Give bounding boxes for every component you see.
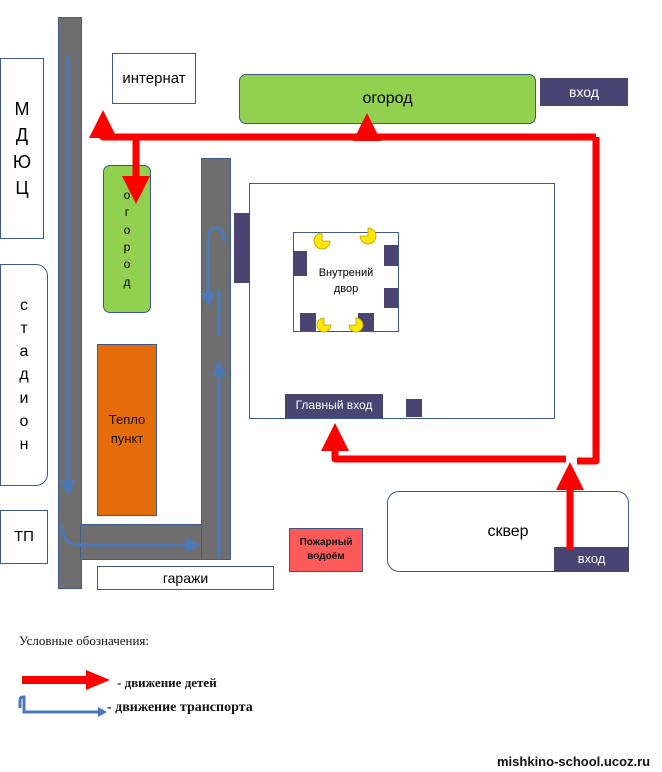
entrance-small	[406, 399, 422, 417]
children-route	[89, 110, 600, 550]
road-vertical-middle	[201, 158, 231, 560]
side-entrance	[234, 213, 250, 283]
legend-title: Условные обозначения:	[19, 633, 150, 648]
building-internat: интернат	[112, 53, 196, 104]
yard-door	[384, 245, 398, 266]
legend-red-arrow	[22, 670, 110, 690]
yard-markers	[313, 227, 377, 333]
legend-blue-arrow	[18, 695, 107, 717]
entrance-top: вход	[540, 78, 628, 106]
main-entrance: Главный вход	[285, 394, 383, 418]
entrance-bottom: вход	[554, 547, 629, 572]
legend-children: - движение детей	[117, 675, 217, 690]
building-tp: ТП	[0, 510, 48, 564]
yard-door	[300, 313, 316, 331]
yard-door	[293, 251, 307, 276]
transport-route	[60, 55, 227, 558]
road-horizontal-bottom	[80, 524, 202, 560]
garages: гаражи	[97, 566, 274, 590]
yard-door	[384, 288, 398, 308]
watermark: mishkino-school.ucoz.ru	[497, 754, 651, 769]
garden-top: огород	[239, 74, 536, 124]
legend-transport: - движение транспорта	[107, 700, 253, 715]
